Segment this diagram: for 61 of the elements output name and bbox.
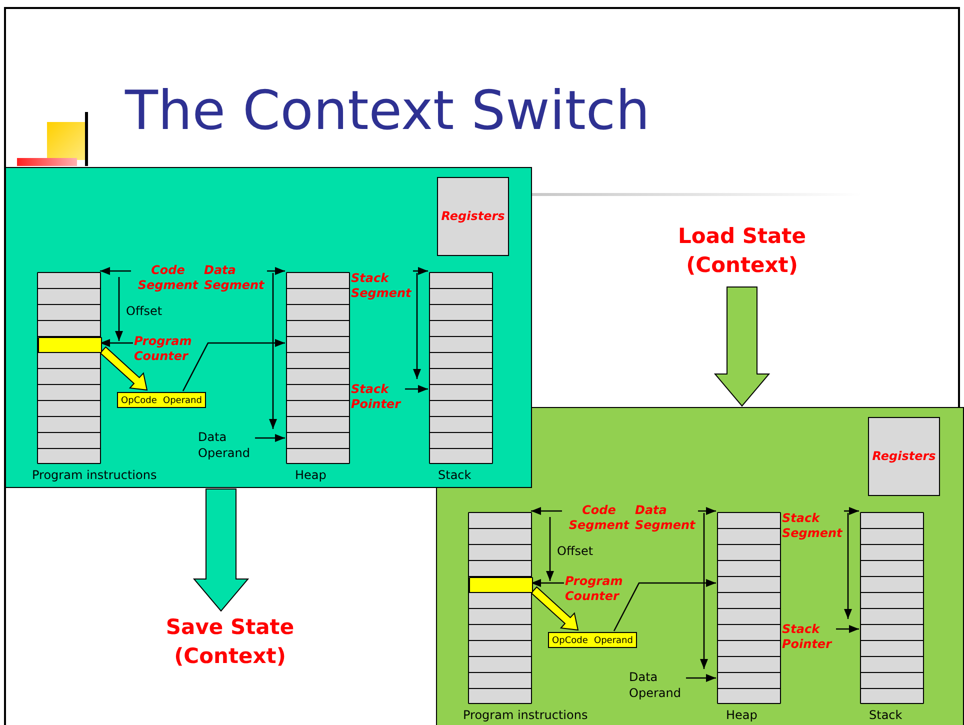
pointer-label: Program Counter xyxy=(134,334,193,364)
pointer-label: Stack Pointer xyxy=(782,622,834,652)
arrow xyxy=(413,267,428,275)
operand-label: Operand xyxy=(162,396,202,407)
block-arrow xyxy=(100,346,148,391)
register-label: Registers xyxy=(872,449,936,464)
arrow xyxy=(546,517,554,581)
arrow xyxy=(100,339,133,347)
arrow xyxy=(698,507,716,515)
arrow xyxy=(531,579,564,587)
arrow xyxy=(844,507,859,515)
instruction-box xyxy=(548,632,637,648)
arrow xyxy=(700,513,708,669)
pointer-label: Stack Pointer xyxy=(351,382,402,412)
arrow xyxy=(413,273,421,379)
pointer-label: Program Counter xyxy=(565,574,624,604)
pointer-label: Code Segment xyxy=(136,263,200,293)
edge-label: Offset xyxy=(557,543,594,559)
arrow xyxy=(613,579,716,632)
arrow xyxy=(115,277,123,341)
column-caption: Stack xyxy=(438,467,472,483)
opcode-label: OpCode xyxy=(552,636,588,647)
memory-panel xyxy=(436,407,964,725)
state-label: Save State (Context) xyxy=(164,614,296,670)
arrow xyxy=(100,267,131,275)
register-block xyxy=(868,417,940,496)
block-arrow xyxy=(192,488,250,612)
arrow xyxy=(269,273,277,429)
arrow xyxy=(531,507,562,515)
block-arrow xyxy=(530,586,579,631)
column-caption: Heap xyxy=(295,467,326,483)
arrow xyxy=(267,267,285,275)
slide-title: The Context Switch xyxy=(125,78,650,144)
edge-label: Offset xyxy=(126,303,162,319)
pointer-label: Data Operand xyxy=(198,429,251,461)
arrow xyxy=(686,674,716,682)
arrow xyxy=(844,513,852,619)
column-caption: Stack xyxy=(869,707,902,723)
memory-panel xyxy=(5,167,532,488)
register-block xyxy=(437,177,509,256)
pointer-label: Stack Segment xyxy=(782,511,844,541)
pointer-label: Data Segment xyxy=(635,503,696,533)
register-label: Registers xyxy=(441,209,505,224)
pointer-label: Data Operand xyxy=(629,669,682,701)
instruction-box xyxy=(117,392,206,408)
pointer-label: Stack Segment xyxy=(351,271,412,301)
state-label: Load State (Context) xyxy=(677,223,807,279)
block-arrow xyxy=(714,286,770,407)
column-caption: Program instructions xyxy=(32,467,157,483)
arrow xyxy=(255,434,285,442)
highlighted-cell xyxy=(38,337,102,353)
pointer-label: Code Segment xyxy=(568,503,630,533)
column-caption: Program instructions xyxy=(463,707,588,723)
pointer-label: Data Segment xyxy=(204,263,266,293)
column-caption: Heap xyxy=(726,707,758,723)
opcode-label: OpCode xyxy=(121,396,157,407)
arrow xyxy=(182,339,285,392)
arrow xyxy=(405,385,428,393)
highlighted-cell xyxy=(469,577,533,593)
operand-label: Operand xyxy=(594,636,633,647)
arrow xyxy=(836,625,859,633)
